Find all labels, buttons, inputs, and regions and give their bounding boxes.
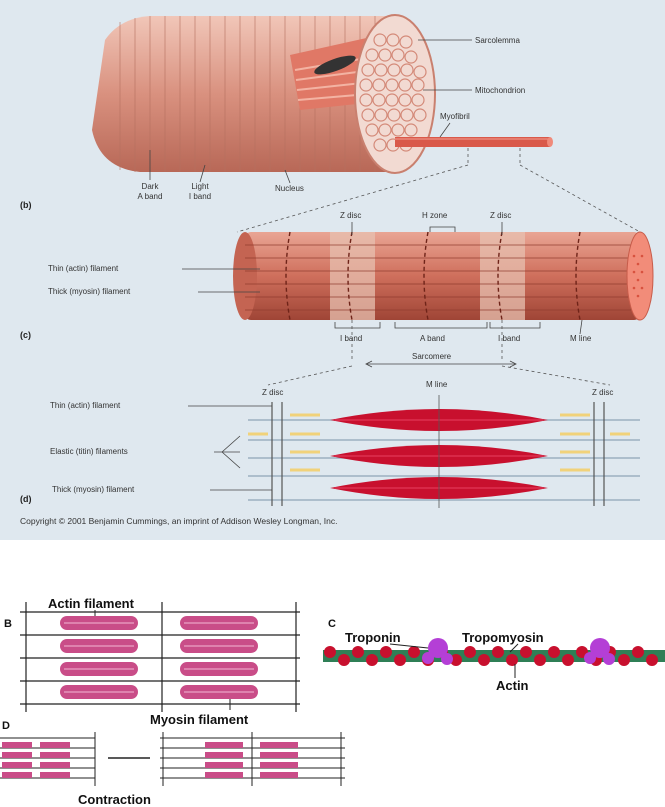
thick-filament-label: Thick (myosin) filament: [48, 287, 130, 297]
h-zone-label: H zone: [422, 211, 447, 221]
contraction-panel: Actin filament Myosin filament Troponin …: [0, 540, 665, 805]
panel-d-letter: D: [2, 720, 10, 732]
panel-d-label: (d): [20, 494, 32, 504]
dark-a-band-label: Dark A band: [130, 182, 170, 202]
thin-filament-label: Thin (actin) filament: [48, 264, 118, 274]
a-band-label: A band: [420, 334, 445, 344]
i-band-right-label: I band: [498, 334, 520, 344]
m-line-label: M line: [570, 334, 591, 344]
actin-label: Actin: [496, 678, 529, 693]
i-band-left-label: I band: [340, 334, 362, 344]
muscle-structure-panel: Sarcolemma Mitochondrion Myofibril Dark …: [0, 0, 665, 540]
sarcomere-diagram-b: [20, 602, 300, 712]
z-disc-d-right-label: Z disc: [592, 388, 613, 398]
thick-filament-d-label: Thick (myosin) filament: [52, 485, 134, 495]
z-disc-left-label: Z disc: [340, 211, 361, 221]
muscle-fiber: [92, 15, 640, 232]
copyright-text: Copyright © 2001 Benjamin Cummings, an i…: [20, 516, 337, 526]
mitochondrion-label: Mitochondrion: [475, 86, 525, 96]
sarcolemma-label: Sarcolemma: [475, 36, 520, 46]
tropomyosin-label: Tropomyosin: [462, 630, 544, 645]
m-line-d-label: M line: [426, 380, 447, 390]
myofibril-label: Myofibril: [440, 112, 470, 122]
sarcomere-label: Sarcomere: [412, 352, 451, 362]
sarcomere-detail: [188, 395, 640, 508]
panel-c-letter: C: [328, 618, 336, 630]
light-i-band-label: Light I band: [180, 182, 220, 202]
panel-b-label: (b): [20, 200, 32, 210]
contraction-diagram-d: [0, 732, 345, 786]
contraction-illustration: [0, 540, 665, 805]
actin-filament-label: Actin filament: [48, 596, 134, 611]
thin-filament-d-label: Thin (actin) filament: [50, 401, 120, 411]
troponin-label: Troponin: [345, 630, 401, 645]
myosin-filament-label: Myosin filament: [150, 712, 248, 727]
elastic-filaments-label: Elastic (titin) filaments: [50, 447, 128, 457]
z-disc-d-left-label: Z disc: [262, 388, 283, 398]
panel-b-letter: B: [4, 618, 12, 630]
panel-c-label: (c): [20, 330, 31, 340]
nucleus-label: Nucleus: [275, 184, 304, 194]
z-disc-right-label: Z disc: [490, 211, 511, 221]
